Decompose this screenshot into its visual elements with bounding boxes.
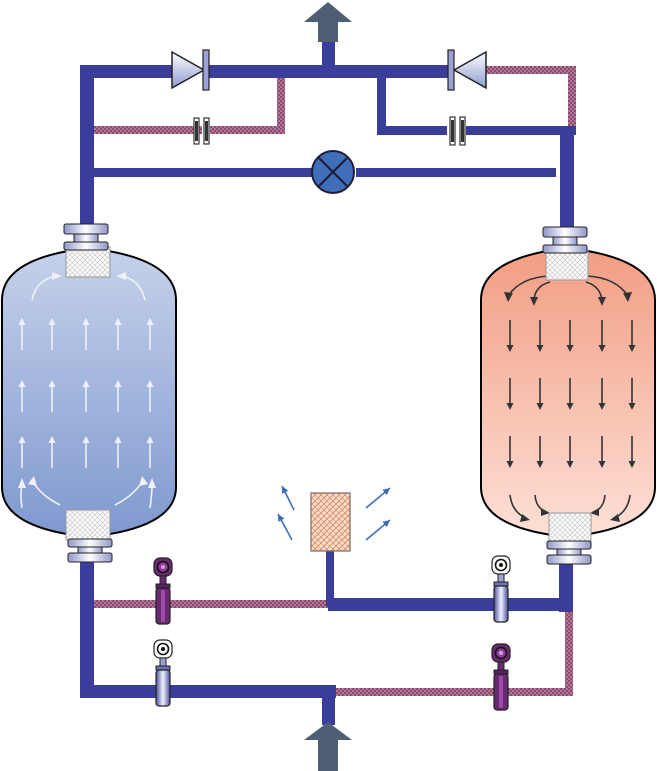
valve-right-lower-icon xyxy=(491,643,511,711)
flow-arrow-up-icon xyxy=(18,318,26,350)
flow-arrow-curved-icon xyxy=(587,275,632,302)
inlet-arrow-icon xyxy=(304,722,352,771)
flow-arrow-curved-icon xyxy=(504,275,549,302)
flow-arrow-curved-icon xyxy=(534,494,550,516)
inactive-pipes xyxy=(80,66,576,696)
right-bottom-flange xyxy=(546,540,592,565)
flow-arrow-down-icon xyxy=(598,378,606,410)
flow-arrow-curved-icon xyxy=(28,476,61,506)
flow-arrow-curved-icon xyxy=(114,476,148,506)
flow-arrow-up-icon xyxy=(48,318,56,350)
left-bottom-flange xyxy=(67,538,113,563)
heat-arrow-icon xyxy=(281,485,295,511)
flow-arrow-down-icon xyxy=(506,320,514,352)
flow-arrow-up-icon xyxy=(146,318,154,350)
orifice-left-icon xyxy=(193,117,210,145)
flow-arrow-up-icon xyxy=(82,318,90,350)
flow-arrow-up-icon xyxy=(82,436,90,468)
valve-left-lower-icon xyxy=(153,639,173,707)
heater-icon xyxy=(310,492,351,552)
heat-arrow-icon xyxy=(365,519,391,541)
flow-arrow-down-icon xyxy=(628,320,636,352)
flow-arrow-up-icon xyxy=(48,380,56,412)
right-bottom-strainer xyxy=(548,512,592,544)
flow-arrow-down-icon xyxy=(628,378,636,410)
flow-arrow-down-icon xyxy=(628,436,636,468)
active-pipes xyxy=(80,40,576,725)
flow-arrow-curved-icon xyxy=(18,478,26,509)
flow-arrow-up-icon xyxy=(82,380,90,412)
flow-arrow-curved-icon xyxy=(31,272,62,301)
flow-arrow-curved-icon xyxy=(610,494,631,522)
left-bottom-strainer xyxy=(65,509,111,541)
flow-arrow-up-icon xyxy=(114,380,122,412)
flow-arrow-up-icon xyxy=(18,380,26,412)
switching-valves xyxy=(153,555,511,711)
flow-arrow-up-icon xyxy=(114,318,122,350)
heat-arrow-icon xyxy=(277,513,293,541)
right-vessel-flow-arrows xyxy=(504,275,636,522)
purge-valve-cross-circle-icon xyxy=(311,150,355,194)
flow-arrow-curved-icon xyxy=(590,494,606,516)
flow-arrow-curved-icon xyxy=(585,281,606,306)
flow-arrow-up-icon xyxy=(114,436,122,468)
flow-arrow-up-icon xyxy=(48,436,56,468)
check-valve-left-icon xyxy=(171,49,210,91)
flow-arrow-down-icon xyxy=(598,320,606,352)
flow-arrow-curved-icon xyxy=(509,494,530,522)
flow-arrow-up-icon xyxy=(18,436,26,468)
flow-arrow-down-icon xyxy=(566,436,574,468)
left-top-strainer xyxy=(65,246,111,278)
left-vessel xyxy=(1,246,177,541)
flow-arrow-down-icon xyxy=(506,436,514,468)
flow-arrow-down-icon xyxy=(598,436,606,468)
heat-arrows xyxy=(277,485,391,541)
right-top-strainer xyxy=(545,249,589,281)
flow-arrow-curved-icon xyxy=(530,281,551,306)
right-vessel xyxy=(480,246,656,544)
flow-arrow-up-icon xyxy=(146,380,154,412)
valve-left-upper-icon xyxy=(153,557,173,625)
flow-arrow-down-icon xyxy=(536,378,544,410)
check-valve-right-icon xyxy=(447,49,487,91)
left-top-flange xyxy=(63,223,109,251)
flow-arrow-down-icon xyxy=(506,378,514,410)
flow-arrow-down-icon xyxy=(566,320,574,352)
outlet-arrow-icon xyxy=(304,2,352,42)
flow-arrow-down-icon xyxy=(536,320,544,352)
flow-arrow-curved-icon xyxy=(116,272,146,301)
flow-arrow-down-icon xyxy=(536,436,544,468)
valve-right-upper-icon xyxy=(491,555,511,623)
flow-arrow-up-icon xyxy=(146,436,154,468)
heat-arrow-icon xyxy=(365,487,391,509)
right-top-flange xyxy=(542,226,588,254)
orifice-right-icon xyxy=(449,116,466,146)
left-vessel-flow-arrows xyxy=(18,272,156,509)
flow-arrow-down-icon xyxy=(566,378,574,410)
flow-arrow-curved-icon xyxy=(148,478,156,509)
